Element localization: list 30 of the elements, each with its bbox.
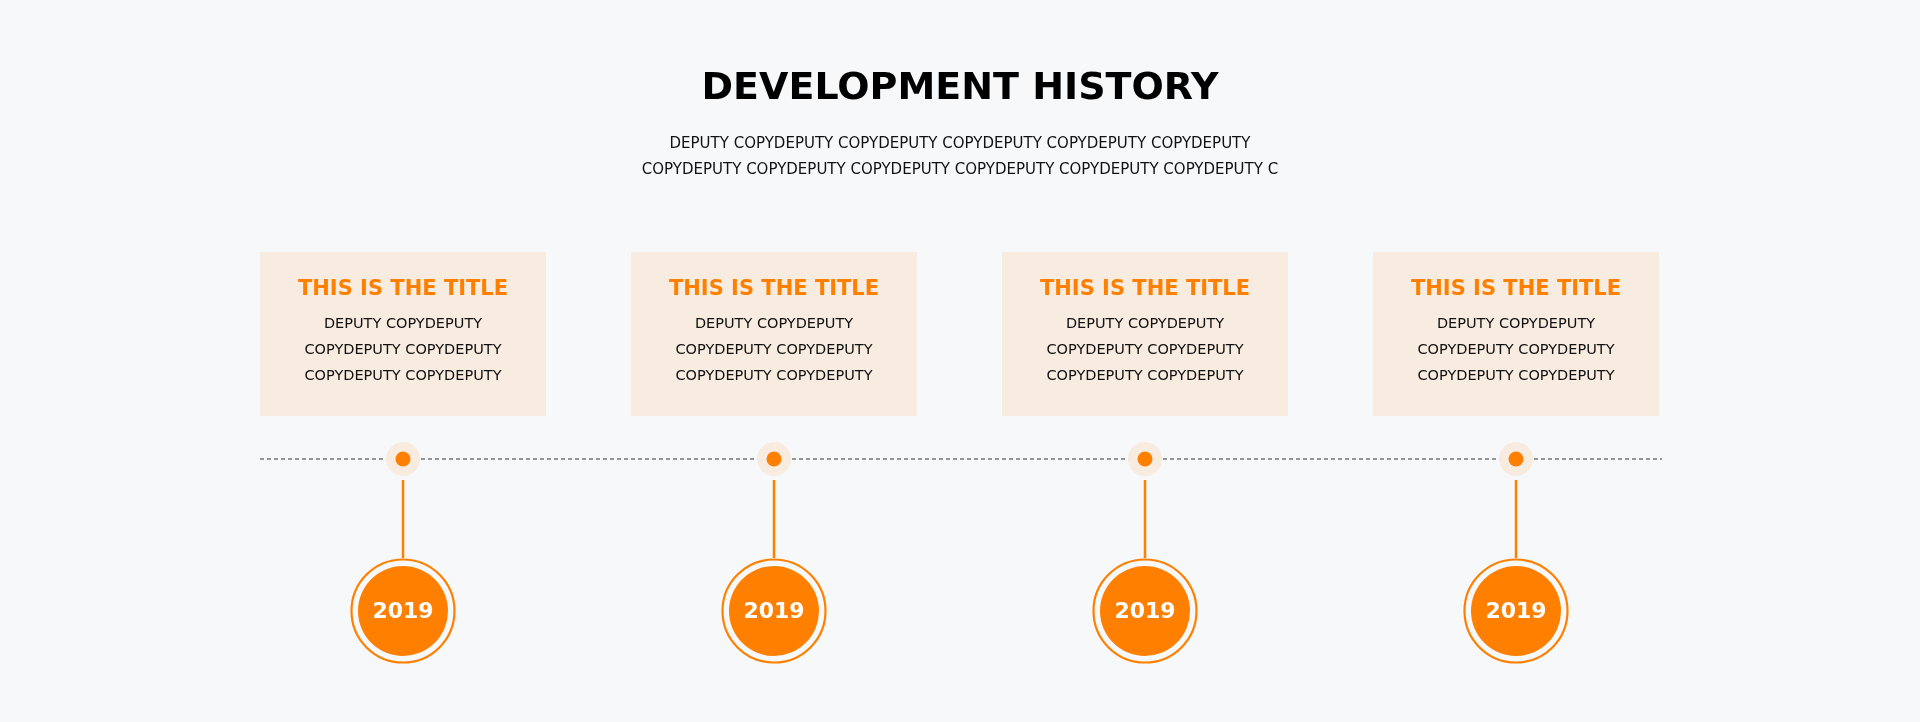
connector-line — [1514, 480, 1518, 558]
title-card — [1002, 252, 1288, 416]
card-text: DEPUTY COPYDEPUTY COPYDEPUTY COPYDEPUTY COPYDEPUTY COPYDEPUTY — [1416, 314, 1616, 385]
year-label: 2019 — [1484, 597, 1548, 625]
connector-line — [401, 480, 405, 558]
card-title: THIS IS THE TITLE — [1039, 276, 1251, 300]
year-circle — [1463, 558, 1569, 664]
title: DEVELOPMENT HISTORY — [700, 64, 1220, 108]
card-title: THIS IS THE TITLE — [297, 276, 509, 300]
card-text: DEPUTY COPYDEPUTY COPYDEPUTY COPYDEPUTY COPYDEPUTY COPYDEPUTY — [1045, 314, 1245, 385]
card-title: THIS IS THE TITLE — [668, 276, 880, 300]
connector-line — [1143, 480, 1147, 558]
year-circle — [350, 558, 456, 664]
card-text: DEPUTY COPYDEPUTY COPYDEPUTY COPYDEPUTY COPYDEPUTY COPYDEPUTY — [303, 314, 503, 385]
card-text: DEPUTY COPYDEPUTY COPYDEPUTY COPYDEPUTY COPYDEPUTY COPYDEPUTY — [674, 314, 874, 385]
timeline-dot — [1499, 442, 1533, 476]
title-card — [1373, 252, 1659, 416]
timeline-dot — [1128, 442, 1162, 476]
year-circle — [1092, 558, 1198, 664]
year-circle — [721, 558, 827, 664]
connector-line — [772, 480, 776, 558]
subtitle-text: DEPUTY COPYDEPUTY COPYDEPUTY COPYDEPUTY COPYDEPUTY COPYDEPUTY COPYDEPUTY COPYDEPUTY COPYDEPUTY COPYDEPUTY COPYDEPUTY COPYDEPUTY C — [640, 133, 1280, 180]
year-label: 2019 — [742, 597, 806, 625]
title-card — [631, 252, 917, 416]
year-label: 2019 — [371, 597, 435, 625]
year-label: 2019 — [1113, 597, 1177, 625]
card-title: THIS IS THE TITLE — [1410, 276, 1622, 300]
timeline-dot — [757, 442, 791, 476]
title-card — [260, 252, 546, 416]
timeline-dot — [386, 442, 420, 476]
